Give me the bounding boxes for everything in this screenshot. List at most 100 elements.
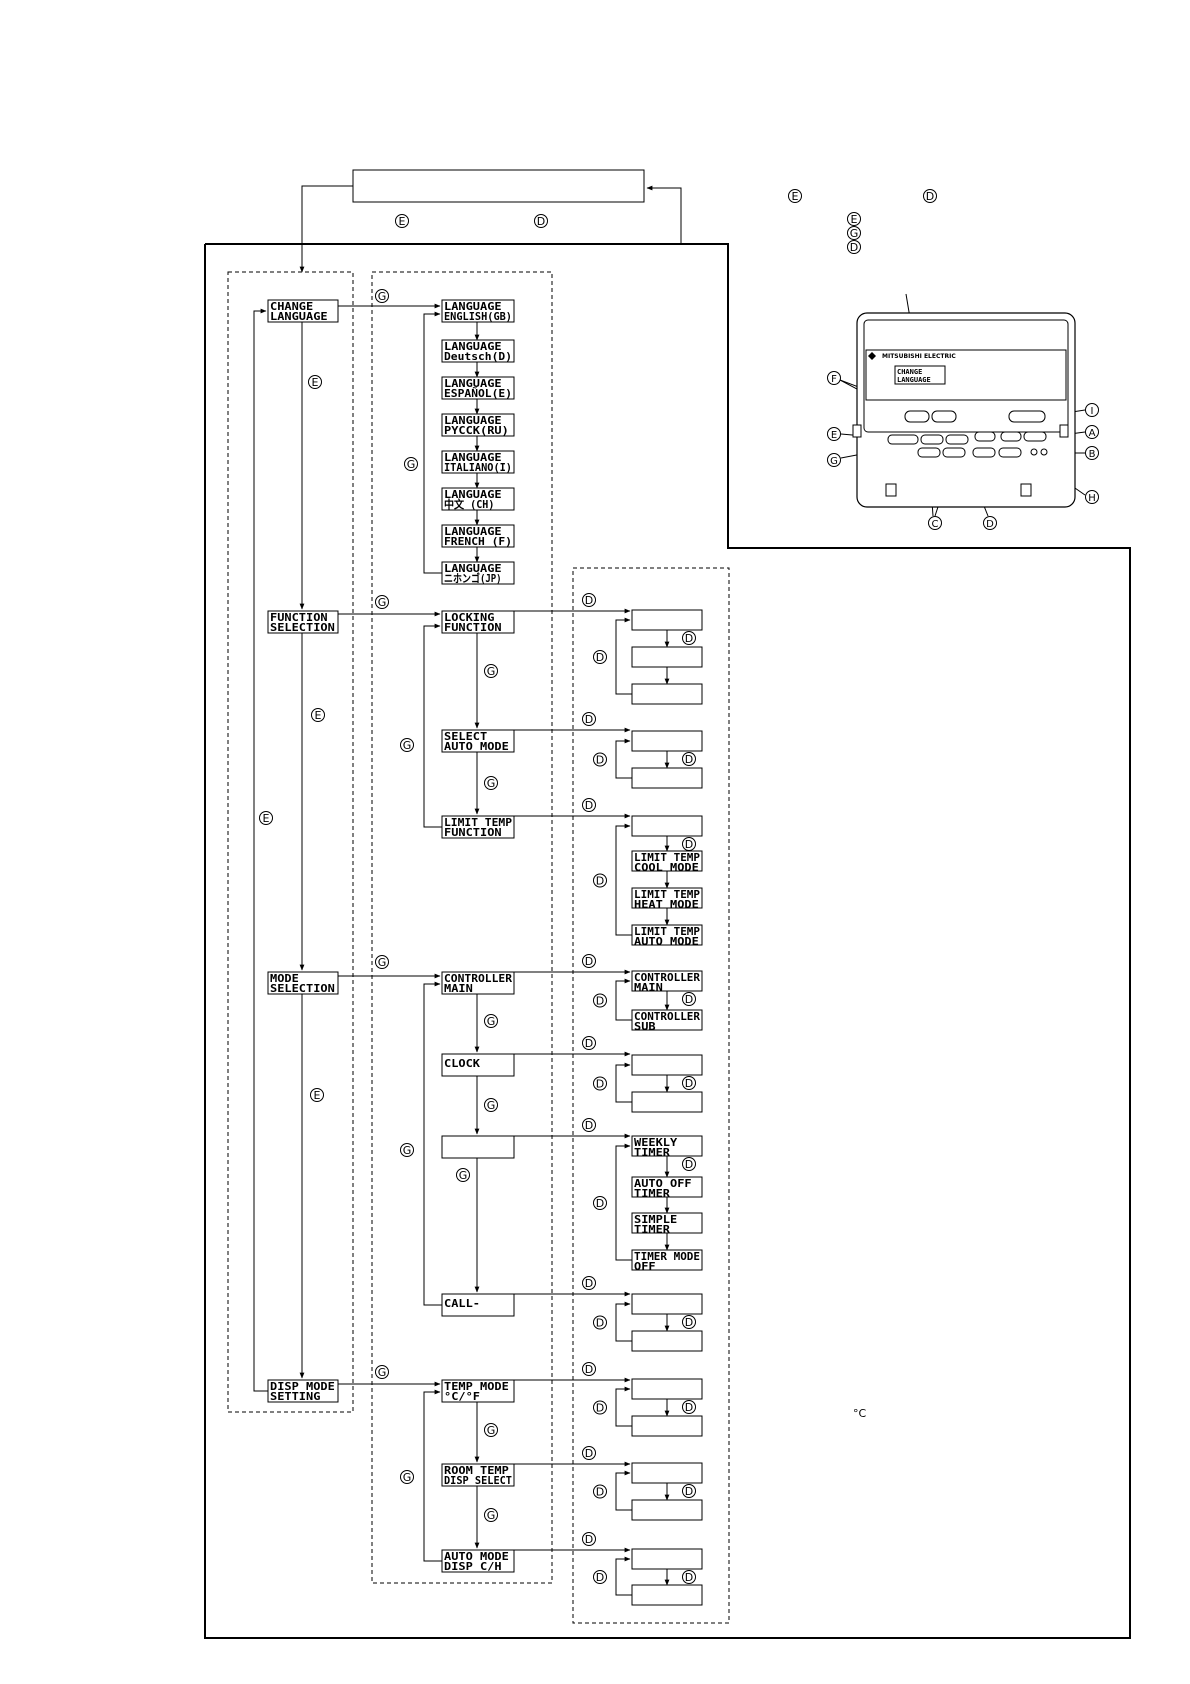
button-ref-letter: D bbox=[585, 1037, 593, 1050]
button-ref-a: A bbox=[1085, 425, 1099, 439]
button-ref-letter: D bbox=[585, 1363, 593, 1376]
lcd-text: LANGUAGE bbox=[444, 300, 502, 313]
lcd-text: FRENCH (F) bbox=[444, 535, 512, 548]
button-ref-letter: D bbox=[585, 955, 593, 968]
button-ref-g: G bbox=[484, 1508, 498, 1522]
ok-button bbox=[920, 434, 944, 445]
button-ref-d: D bbox=[593, 1196, 607, 1210]
button-ref-g: G bbox=[400, 738, 414, 752]
button-ref-f: F bbox=[827, 371, 841, 385]
button-ref-d: D bbox=[582, 1362, 596, 1376]
up-button bbox=[942, 447, 966, 458]
button-ref-letter: D bbox=[926, 190, 934, 203]
button-ref-d: D bbox=[582, 1446, 596, 1460]
button-ref-letter: D bbox=[596, 1078, 604, 1091]
connector-path bbox=[253, 308, 268, 1392]
vane-button bbox=[1000, 431, 1022, 442]
button-ref-letter: D bbox=[585, 1447, 593, 1460]
button-ref-g: G bbox=[375, 289, 389, 303]
lcd-text: SELECTION bbox=[270, 621, 335, 634]
locking-setting-1 bbox=[631, 609, 703, 631]
time-down-button bbox=[972, 447, 996, 458]
button-ref-letter: F bbox=[831, 374, 837, 385]
button-ref-letter: D bbox=[850, 241, 858, 254]
locking-setting-3 bbox=[631, 683, 703, 705]
button-ref-c: C bbox=[928, 516, 942, 530]
button-ref-h: H bbox=[1085, 490, 1099, 504]
call-setting-2 bbox=[631, 1330, 703, 1352]
connector-path bbox=[423, 311, 442, 574]
button-ref-letter: G bbox=[403, 739, 412, 752]
connector-path bbox=[615, 1556, 632, 1596]
button-ref-g: G bbox=[375, 955, 389, 969]
button-ref-letter: D bbox=[585, 1119, 593, 1132]
lcd-text: DISP MODE bbox=[270, 1380, 335, 1393]
menu-group-frame bbox=[227, 271, 354, 1413]
auto-mode-disp-setting-2 bbox=[631, 1584, 703, 1606]
temp-mode-setting-1 bbox=[631, 1378, 703, 1400]
button-ref-d: D bbox=[582, 593, 596, 607]
fan-button bbox=[974, 431, 996, 442]
button-ref-d: D bbox=[582, 798, 596, 812]
lcd-text: AUTO MODE bbox=[444, 1550, 509, 1563]
lcd-text: HEAT MODE bbox=[634, 898, 699, 911]
lcd-text: CONTROLLER bbox=[444, 972, 512, 985]
lcd-text: LANGUAGE bbox=[444, 340, 502, 353]
button-ref-letter: D bbox=[585, 1277, 593, 1290]
clock-setting-2 bbox=[631, 1091, 703, 1113]
button-ref-e: E bbox=[847, 212, 861, 226]
button-ref-d: D bbox=[682, 1570, 696, 1584]
button-ref-d: D bbox=[682, 1076, 696, 1090]
lcd-text: LANGUAGE bbox=[444, 525, 502, 538]
mode-clock: CLOCK bbox=[441, 1053, 515, 1077]
lcd-text: OFF bbox=[634, 1260, 656, 1273]
test-button bbox=[1040, 448, 1048, 456]
button-ref-e: E bbox=[788, 189, 802, 203]
button-ref-letter: G bbox=[487, 1015, 496, 1028]
button-ref-letter: D bbox=[685, 1158, 693, 1171]
button-ref-letter: G bbox=[487, 1509, 496, 1522]
mode-timer bbox=[441, 1135, 515, 1159]
lcd-text: CONTROLLER bbox=[634, 1010, 700, 1023]
lcd-text: DISP SELECT bbox=[444, 1474, 512, 1487]
lcd-text: CLOCK bbox=[444, 1057, 480, 1070]
button-ref-letter: D bbox=[596, 995, 604, 1008]
button-ref-letter: D bbox=[685, 838, 693, 851]
connector-path bbox=[615, 823, 632, 936]
lcd-text: COOL MODE bbox=[634, 861, 699, 874]
button-ref-d: D bbox=[582, 712, 596, 726]
temp-up-button bbox=[931, 410, 957, 423]
lcd-text: CALL- bbox=[444, 1297, 480, 1310]
button-ref-letter: G bbox=[487, 1424, 496, 1437]
left-clip bbox=[852, 424, 862, 438]
auto-mode-setting-2 bbox=[631, 767, 703, 789]
button-ref-letter: D bbox=[585, 594, 593, 607]
button-ref-b: B bbox=[1085, 446, 1099, 460]
button-ref-d: D bbox=[983, 516, 997, 530]
button-ref-letter: E bbox=[851, 213, 858, 226]
button-ref-letter: G bbox=[378, 956, 387, 969]
limit-temp-setting-1 bbox=[631, 815, 703, 837]
remote-screen-line1: CHANGE bbox=[897, 368, 922, 376]
button-ref-letter: D bbox=[537, 215, 545, 228]
button-ref-letter: E bbox=[399, 215, 406, 228]
button-ref-g: G bbox=[484, 1098, 498, 1112]
button-ref-letter: E bbox=[263, 812, 270, 825]
button-ref-e: E bbox=[310, 1088, 324, 1102]
button-ref-letter: D bbox=[596, 1317, 604, 1330]
button-ref-g: G bbox=[404, 457, 418, 471]
button-ref-letter: G bbox=[403, 1144, 412, 1157]
